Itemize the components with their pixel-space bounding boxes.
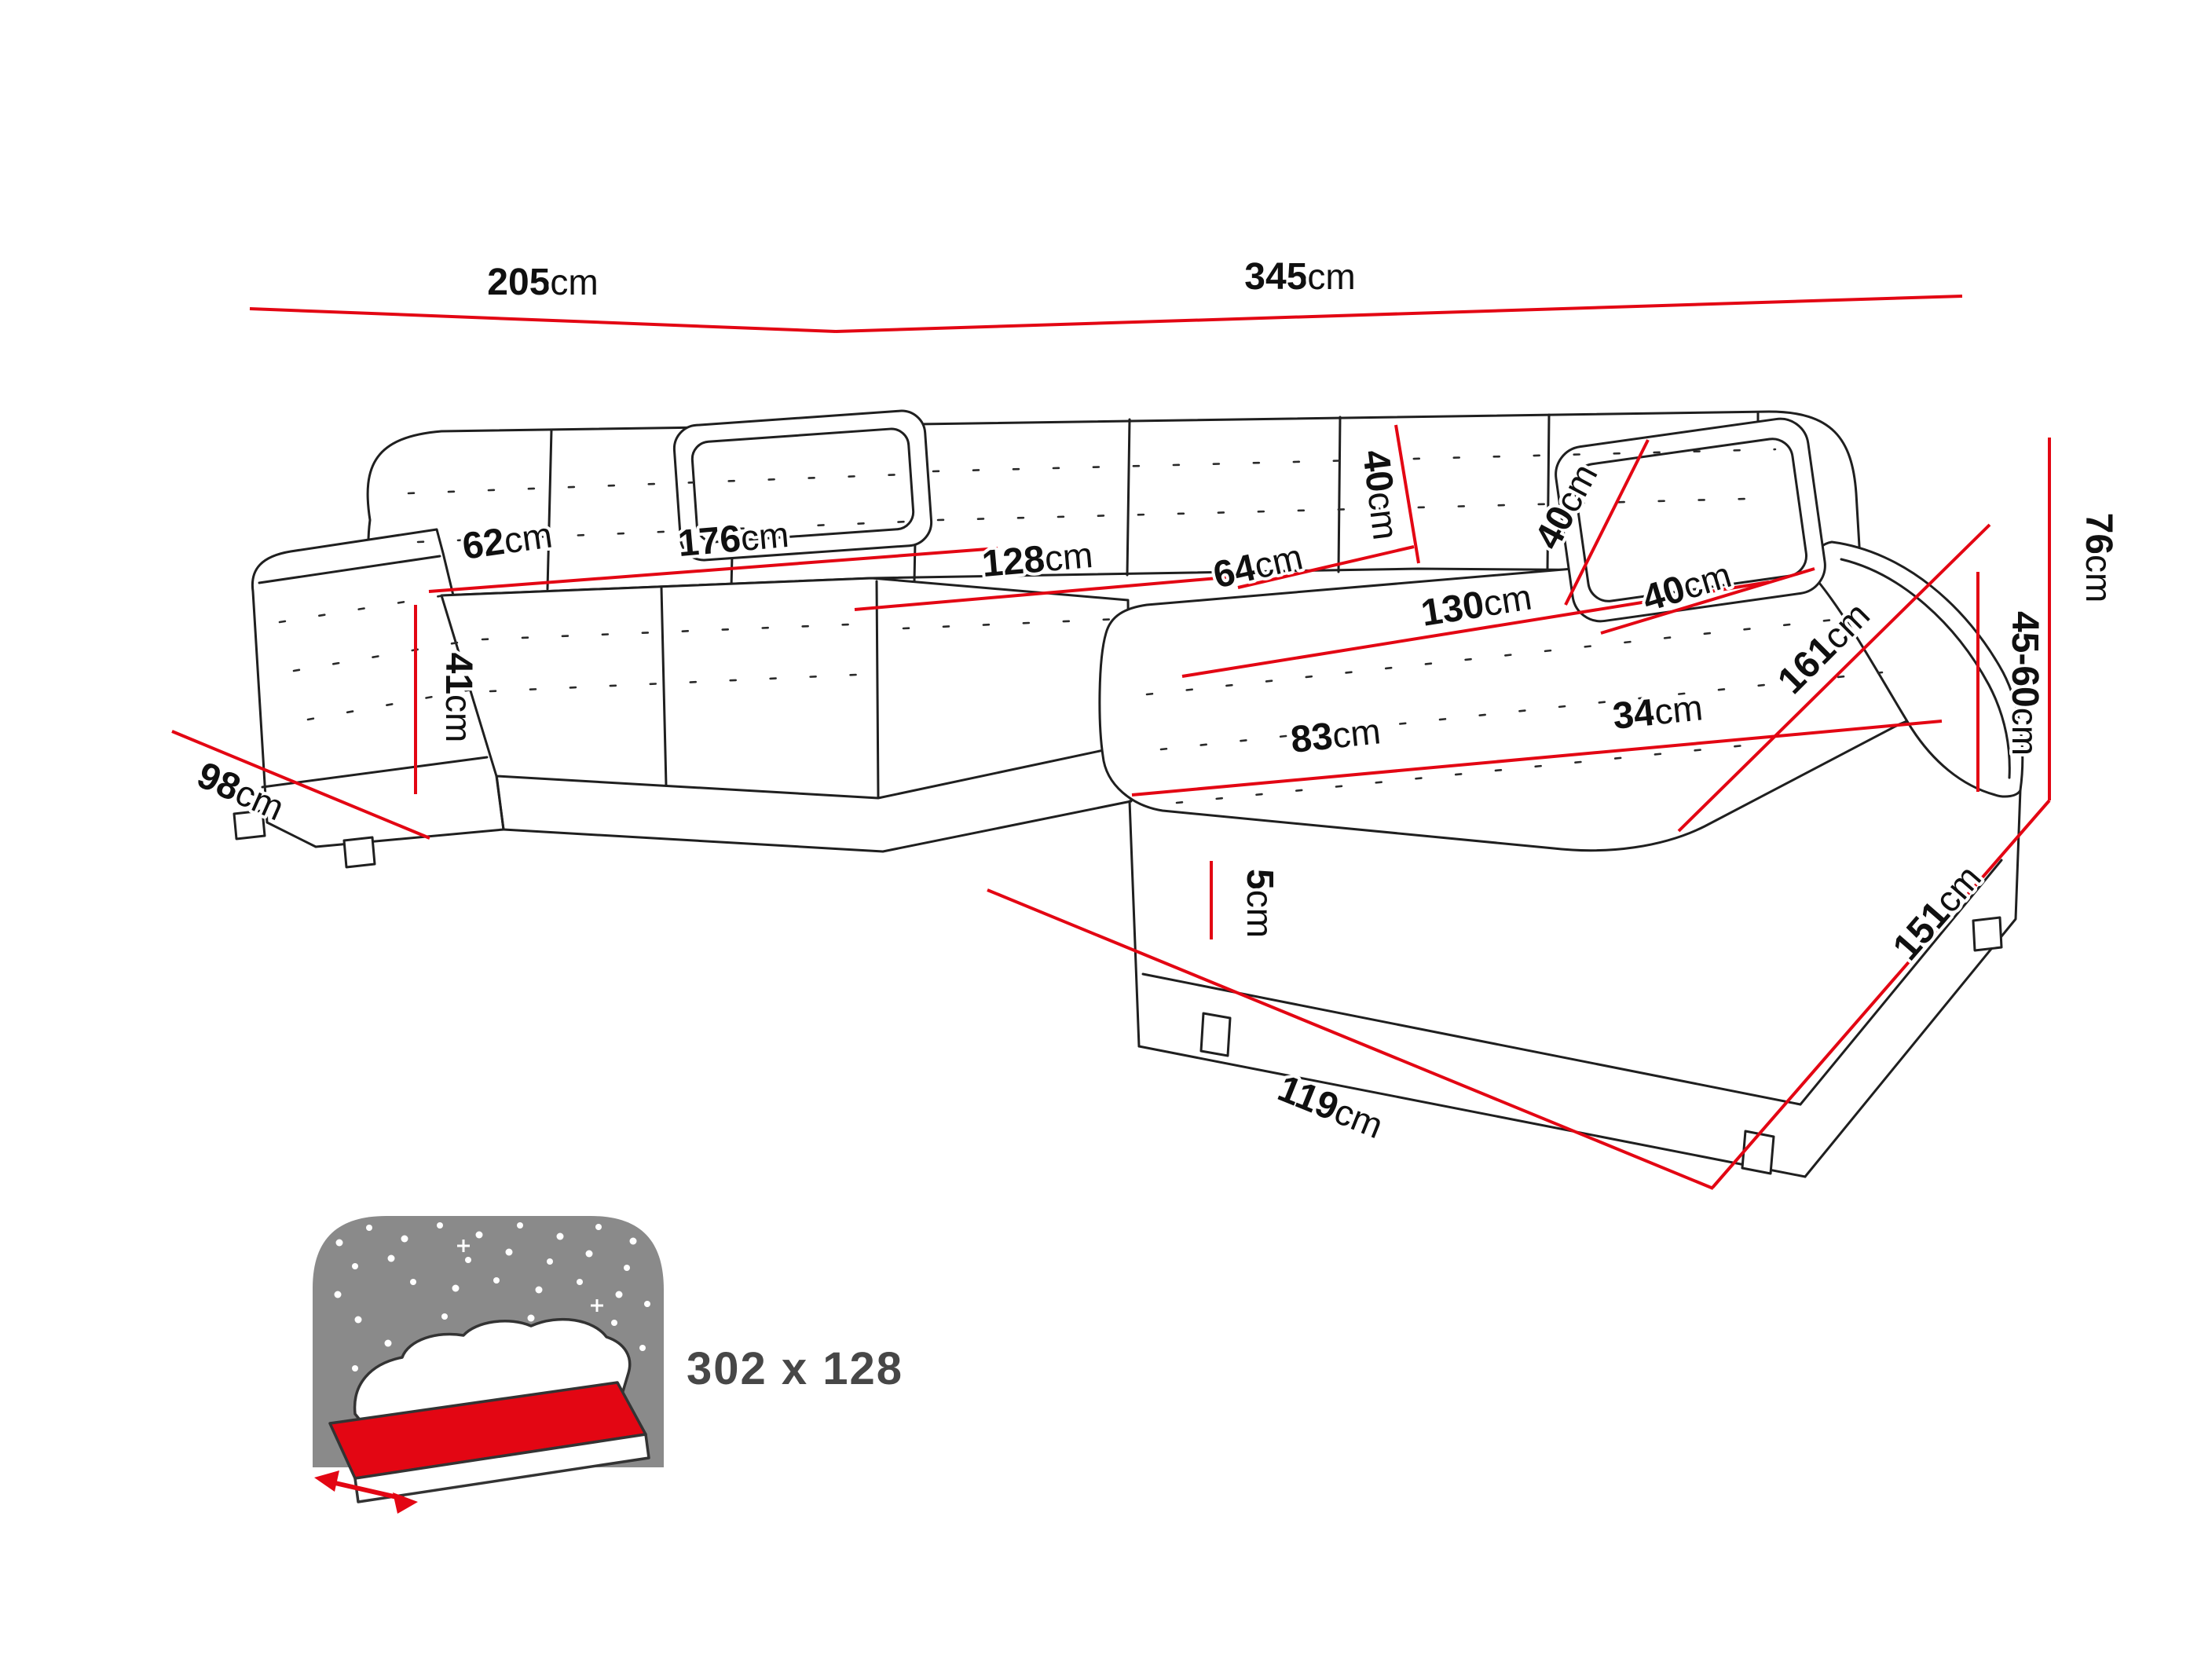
- dim-line-161: [1677, 523, 1991, 833]
- sofa-right-base: [1128, 788, 2022, 1178]
- dim-line-130: [1181, 580, 1770, 678]
- sofa-seat-surface: [440, 577, 1131, 800]
- icon-mattress-front: [353, 1433, 650, 1503]
- seat-divider-2: [875, 580, 880, 798]
- dim-line-40-right-vert: [1564, 439, 1650, 606]
- dim-line-119: [987, 888, 1714, 1190]
- dim-label-5: 5cm: [1239, 869, 1280, 938]
- dim-label-119: 119cm: [1273, 1068, 1390, 1147]
- dim-label-41: 41cm: [438, 653, 479, 743]
- dim-label-40-middle: 40cm: [1354, 448, 1407, 542]
- unfold-arrow: [314, 1470, 418, 1514]
- right-armrest-inner-line: [1840, 558, 2011, 779]
- dim-line-151: [1711, 799, 2051, 1189]
- dim-line-98: [171, 730, 430, 840]
- sofa-right-armrest: [1812, 540, 2024, 798]
- left-chaise-base-seam: [261, 756, 489, 789]
- left-chaise-arm-line: [258, 555, 441, 584]
- sleeping-function-icon: 302 x 128: [313, 1216, 903, 1514]
- dimension-lines: [171, 295, 2051, 1190]
- tufting-dashes: [278, 448, 1884, 804]
- dim-label-345: 345cm: [1244, 256, 1355, 298]
- dim-line-83-34: [1131, 720, 1943, 797]
- dim-label-128: 128cm: [980, 534, 1095, 585]
- right-pillow: [1555, 417, 1826, 623]
- dim-line-40-middle: [1394, 424, 1420, 564]
- left-pillow: [672, 409, 933, 562]
- dim-label-45-60: 45-60cm: [2004, 611, 2045, 756]
- dim-label-83: 83cm: [1289, 710, 1383, 761]
- dim-label-176: 176cm: [676, 514, 791, 565]
- dim-line-345: [835, 295, 1963, 333]
- sofa-drawing: [233, 409, 2024, 1178]
- dim-label-34: 34cm: [1611, 687, 1705, 738]
- dim-label-76: 76cm: [2078, 513, 2119, 603]
- dimension-labels: 205cm 345cm 62cm 176cm 128cm 64cm 40cm 4…: [188, 253, 2122, 1149]
- dim-line-128: [854, 575, 1236, 611]
- seat-divider-1: [660, 586, 668, 787]
- sleeping-area-label: 302 x 128: [687, 1343, 903, 1394]
- dim-label-62: 62cm: [460, 514, 555, 567]
- dim-line-64: [1237, 545, 1415, 589]
- sofa-legs: [233, 809, 2003, 1175]
- dim-line-205: [249, 307, 837, 333]
- dim-line-40-right-horiz: [1600, 567, 1815, 635]
- dim-line-62-176: [428, 547, 998, 593]
- dim-label-205: 205cm: [487, 262, 598, 303]
- dim-label-151: 151cm: [1885, 857, 1990, 969]
